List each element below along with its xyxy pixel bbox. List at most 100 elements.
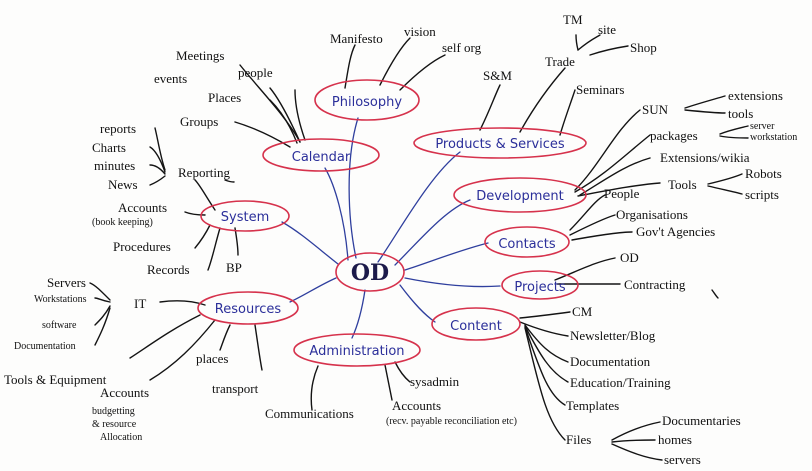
leaves-content: CM Newsletter/Blog Documentation Educati… — [566, 304, 741, 467]
leaf-label: Tools & Equipment — [4, 372, 107, 387]
leaves-projects: OD Contracting — [620, 250, 686, 292]
branch-oval — [431, 307, 521, 341]
leaf-label: Manifesto — [330, 31, 383, 46]
leaf-label: S&M — [483, 68, 512, 83]
leaf-label: BP — [226, 260, 242, 275]
leaf-label: & resource — [92, 419, 137, 430]
leaf-label: places — [196, 351, 228, 366]
branch-development[interactable]: Development — [453, 177, 587, 213]
branch-oval — [314, 79, 420, 121]
leaf-label: Servers — [47, 275, 86, 290]
branch-oval — [453, 177, 587, 213]
connector-content — [399, 284, 436, 323]
branch-label: System — [221, 210, 269, 225]
leaf-label: Meetings — [176, 48, 224, 63]
branch-content[interactable]: Content — [431, 307, 521, 341]
leaf-label: Trade — [545, 54, 575, 69]
branch-oval — [197, 291, 299, 325]
branch-oval — [293, 333, 421, 367]
branch-label: Products & Services — [435, 137, 565, 152]
leaf-label: Records — [147, 262, 190, 277]
branch-products[interactable]: Products & Services — [413, 127, 587, 159]
leaf-label: people — [238, 65, 273, 80]
leaf-label: Templates — [566, 398, 619, 413]
leaf-label: Contracting — [624, 277, 686, 292]
branch-oval — [484, 226, 570, 258]
branch-label: Calendar — [292, 150, 351, 165]
leaf-label: Workstations — [34, 294, 87, 305]
connector-development — [394, 199, 471, 266]
leaves-system: Reporting reports Charts minutes News Ac… — [92, 121, 242, 277]
leaf-label: Accounts — [100, 385, 149, 400]
branch-label: Resources — [215, 302, 282, 317]
leaf-label: workstation — [750, 132, 797, 143]
leaf-label: Robots — [745, 166, 782, 181]
connector-calendar — [324, 167, 349, 261]
leaf-label: Gov't Agencies — [636, 224, 715, 239]
leaf-label: Communications — [265, 406, 354, 421]
leaves-development: SUN extensions tools packages server wor… — [642, 88, 797, 202]
leaves-calendar: Meetings events people Places Groups — [154, 48, 273, 129]
center-connectors — [281, 117, 501, 339]
branch-projects[interactable]: Projects — [501, 270, 579, 300]
leaf-label: Extensions/wikia — [660, 150, 750, 165]
connector-projects — [404, 277, 501, 288]
leaf-label: packages — [650, 128, 698, 143]
leaf-label: Seminars — [576, 82, 624, 97]
leaf-label: Allocation — [100, 432, 142, 443]
center-label: OD — [351, 260, 389, 286]
leaf-label: OD — [620, 250, 639, 265]
connector-resources — [289, 277, 337, 303]
leaf-label: Accounts — [392, 398, 441, 413]
branch-label: Content — [450, 319, 502, 334]
branch-calendar[interactable]: Calendar — [262, 138, 380, 172]
branch-label: Administration — [309, 344, 404, 359]
leaf-label: SUN — [642, 102, 669, 117]
branch-contacts[interactable]: Contacts — [484, 226, 570, 258]
leaf-label: Procedures — [113, 239, 171, 254]
leaf-label: software — [42, 320, 77, 331]
leaf-label: budgetting — [92, 406, 135, 417]
leaf-label: News — [108, 177, 138, 192]
branch-label: Projects — [514, 280, 565, 295]
leaf-label: People — [604, 186, 640, 201]
leaf-label: IT — [134, 296, 146, 311]
leaf-label: CM — [572, 304, 593, 319]
leaf-label: Accounts — [118, 200, 167, 215]
branch-system[interactable]: System — [200, 200, 290, 232]
leaf-label: Documentaries — [662, 413, 741, 428]
branch-oval — [413, 127, 587, 159]
leaf-label: Tools — [668, 177, 697, 192]
leaves-products: S&M Trade TM site Shop Seminars — [483, 12, 657, 97]
leaf-label: Newsletter/Blog — [570, 328, 656, 343]
leaf-label: Documentation — [14, 341, 76, 352]
leaf-label: Charts — [92, 140, 126, 155]
leaf-label: site — [598, 22, 616, 37]
leaf-label: Places — [208, 90, 241, 105]
branch-resources[interactable]: Resources — [197, 291, 299, 325]
leaves-administration: sysadmin Communications Accounts (recv. … — [265, 374, 517, 427]
leaf-label: self org — [442, 40, 482, 55]
leaves-contacts: People Organisations Gov't Agencies — [604, 186, 715, 239]
leaf-label: Groups — [180, 114, 218, 129]
leaf-label: Reporting — [178, 165, 230, 180]
leaf-label: scripts — [745, 187, 779, 202]
leaf-label: reports — [100, 121, 136, 136]
leaf-label: Organisations — [616, 207, 688, 222]
branch-administration[interactable]: Administration — [293, 333, 421, 367]
connector-philosophy — [348, 117, 359, 259]
branch-philosophy[interactable]: Philosophy — [314, 79, 420, 121]
leaves-resources: IT Servers Workstations software Documen… — [4, 275, 259, 443]
connector-products — [377, 151, 461, 263]
connector-contacts — [404, 242, 489, 271]
leaf-label: sysadmin — [410, 374, 460, 389]
branch-label: Development — [476, 189, 564, 204]
leaf-label: (recv. payable reconciliation etc) — [386, 416, 517, 427]
leaf-label: tools — [728, 106, 753, 121]
leaf-label: homes — [658, 432, 692, 447]
leaf-label: minutes — [94, 158, 135, 173]
leaf-label: vision — [404, 24, 436, 39]
center-node[interactable]: OD — [335, 252, 405, 292]
